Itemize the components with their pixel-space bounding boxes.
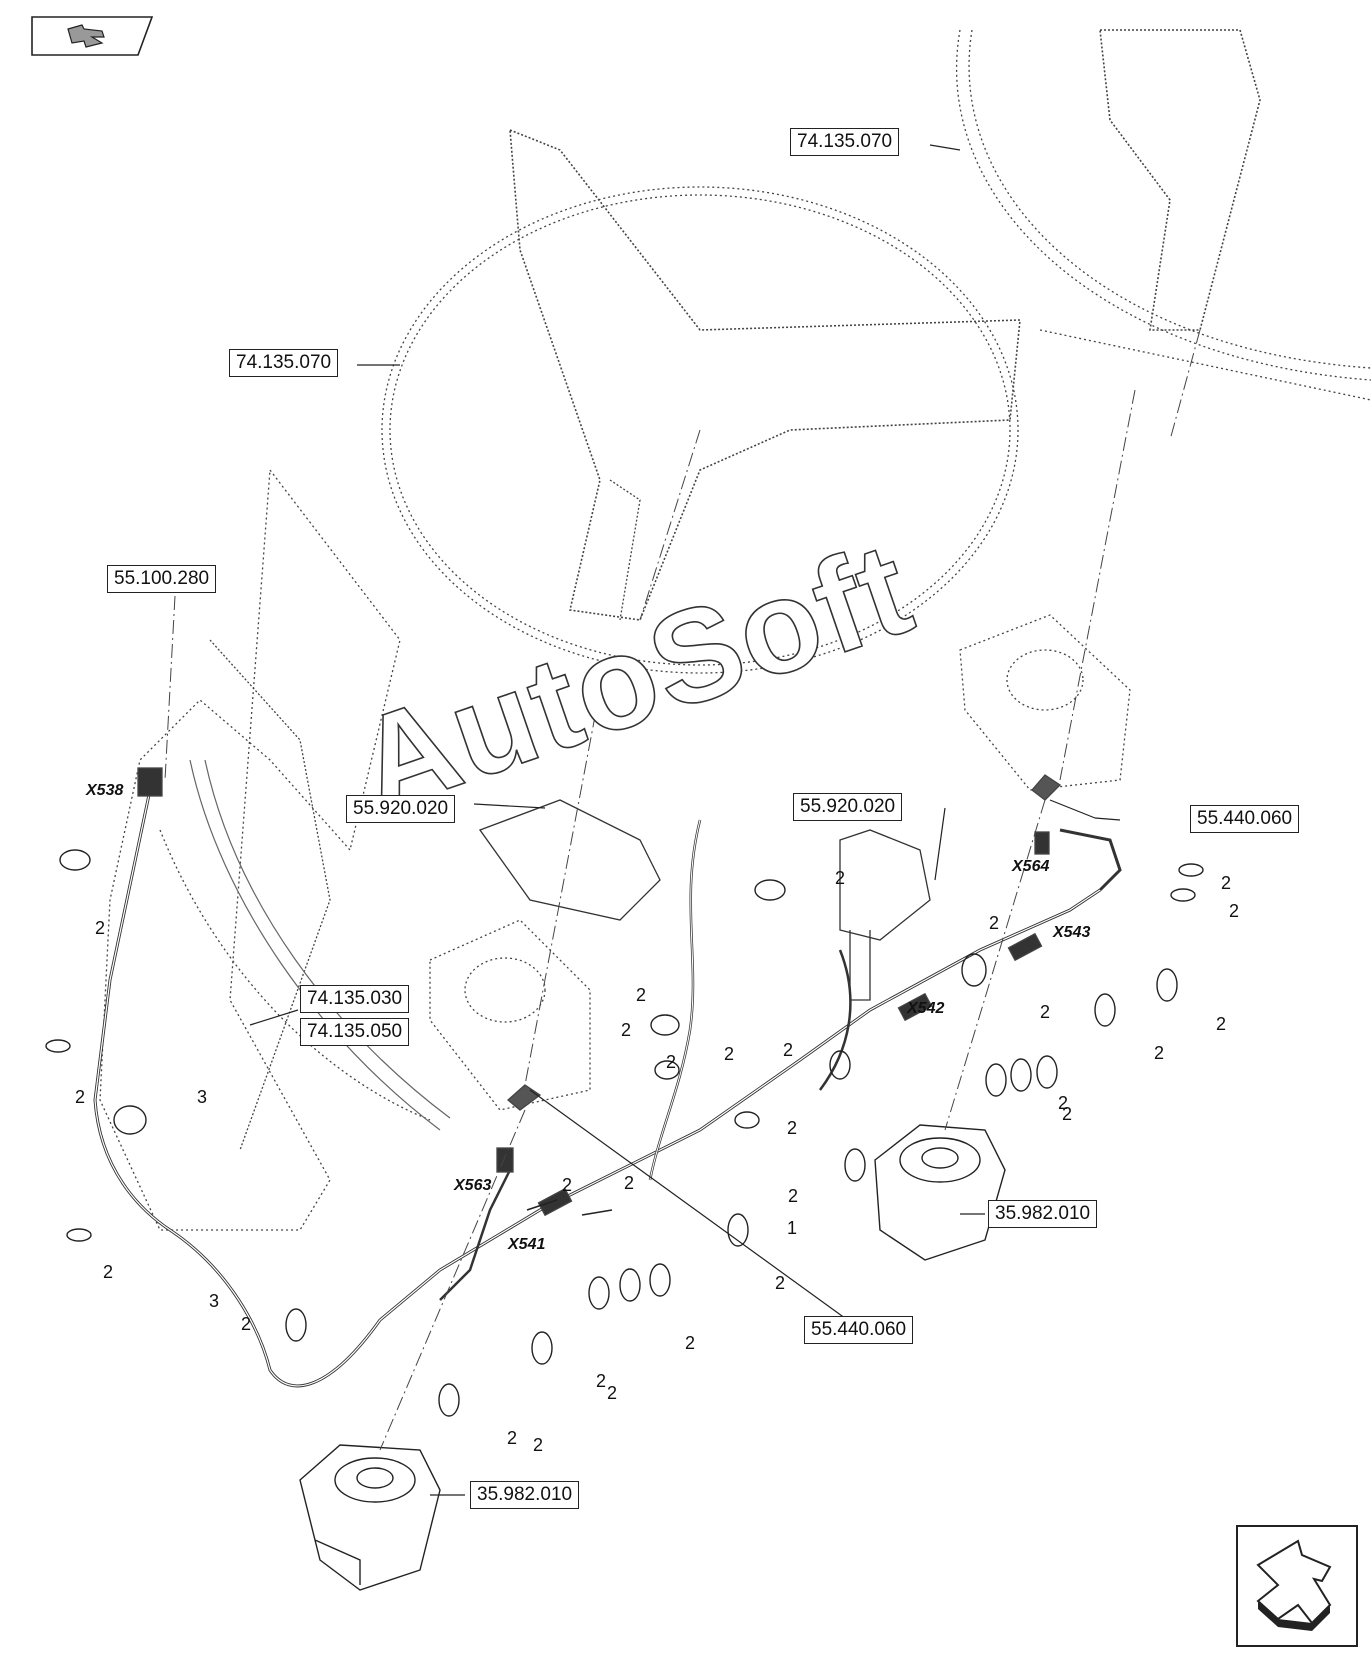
item-number: 2 — [783, 1040, 794, 1060]
ref-74-135-050[interactable]: 74.135.050 — [300, 1018, 410, 1046]
item-number: 2 — [562, 1175, 573, 1195]
connector-x541-plug — [537, 1187, 573, 1217]
ref-55-920-020-left[interactable]: 55.920.020 — [346, 795, 456, 823]
right-frame-arm — [1099, 29, 1261, 331]
ref-55-440-060-right[interactable]: 55.440.060 — [1190, 805, 1300, 833]
item-number: 2 — [835, 868, 846, 888]
upper-frame-arm — [509, 128, 1021, 621]
item-number: 2 — [1058, 1093, 1069, 1113]
item-number: 2 — [624, 1173, 635, 1193]
connector-x542-plug — [897, 992, 933, 1022]
item-number: 2 — [596, 1371, 607, 1391]
sensor-assembly-right — [839, 829, 931, 941]
speed-sensor-right — [1031, 774, 1062, 801]
next-page-arrow-icon[interactable] — [1236, 1525, 1358, 1647]
ref-74-135-030[interactable]: 74.135.030 — [300, 985, 410, 1013]
item-number: 1 — [787, 1218, 798, 1238]
item-number: 2 — [775, 1273, 786, 1293]
item-number: 2 — [507, 1428, 518, 1448]
ref-35-982-010-bottom[interactable]: 35.982.010 — [470, 1481, 580, 1509]
ref-55-100-280[interactable]: 55.100.280 — [107, 565, 217, 593]
item-number: 2 — [787, 1118, 798, 1138]
main-harness-cable — [93, 789, 1101, 1388]
left-frame-body — [99, 468, 401, 1231]
ref-55-920-020-right[interactable]: 55.920.020 — [793, 793, 903, 821]
curved-guard — [189, 759, 441, 1131]
item-number: 2 — [1154, 1043, 1165, 1063]
item-number: 2 — [685, 1333, 696, 1353]
connector-label-x564: X564 — [1012, 858, 1050, 875]
bracket-right — [959, 614, 1131, 791]
connector-label-x543: X543 — [1053, 924, 1091, 941]
branch-cable-mid — [818, 949, 852, 1091]
speed-sensor-left — [507, 1084, 542, 1111]
item-number: 2 — [75, 1087, 86, 1107]
item-number: 2 — [95, 918, 106, 938]
item-number: 2 — [1221, 873, 1232, 893]
ref-74-135-070-top[interactable]: 74.135.070 — [790, 128, 900, 156]
item-number: 2 — [1229, 901, 1240, 921]
previous-page-arrow-icon[interactable] — [30, 15, 154, 57]
connector-x564-plug — [1034, 831, 1050, 855]
item-number: 2 — [607, 1383, 618, 1403]
connector-label-x542: X542 — [907, 1000, 945, 1017]
ref-55-440-060-bottom[interactable]: 55.440.060 — [804, 1316, 914, 1344]
item-number: 2 — [103, 1262, 114, 1282]
connector-x543-plug — [1007, 932, 1043, 962]
bracket-left — [429, 919, 591, 1111]
ref-35-982-010-right[interactable]: 35.982.010 — [988, 1200, 1098, 1228]
item-number: 3 — [209, 1291, 220, 1311]
connector-label-x538: X538 — [86, 782, 124, 799]
connector-x538-plug — [137, 767, 163, 797]
rivet-pins — [526, 1199, 613, 1216]
ref-74-135-070-left[interactable]: 74.135.070 — [229, 349, 339, 377]
upper-disc-outline — [389, 194, 1011, 666]
item-number: 2 — [1216, 1014, 1227, 1034]
connector-label-x563: X563 — [454, 1177, 492, 1194]
connector-x563-plug — [496, 1147, 514, 1173]
item-number: 2 — [241, 1314, 252, 1334]
item-number: 2 — [666, 1052, 677, 1072]
hydraulic-motor-lower — [299, 1444, 441, 1591]
item-number: 2 — [1062, 1104, 1073, 1124]
right-disc-outline — [955, 29, 1371, 381]
item-number: 2 — [989, 913, 1000, 933]
item-number: 2 — [1040, 1002, 1051, 1022]
sensor-assembly-left — [478, 799, 661, 921]
item-number: 2 — [636, 985, 647, 1005]
center-lines — [164, 329, 1201, 1451]
item-number: 2 — [788, 1186, 799, 1206]
hydraulic-motor-upper — [874, 1124, 1006, 1261]
item-number: 2 — [724, 1044, 735, 1064]
item-number: 2 — [533, 1435, 544, 1455]
item-number: 3 — [197, 1087, 208, 1107]
branch-cable-x563 — [439, 1169, 512, 1301]
cable-ties — [45, 849, 1204, 1417]
leader-lines — [249, 144, 1121, 1496]
connector-label-x541: X541 — [508, 1236, 546, 1253]
item-number: 2 — [621, 1020, 632, 1040]
